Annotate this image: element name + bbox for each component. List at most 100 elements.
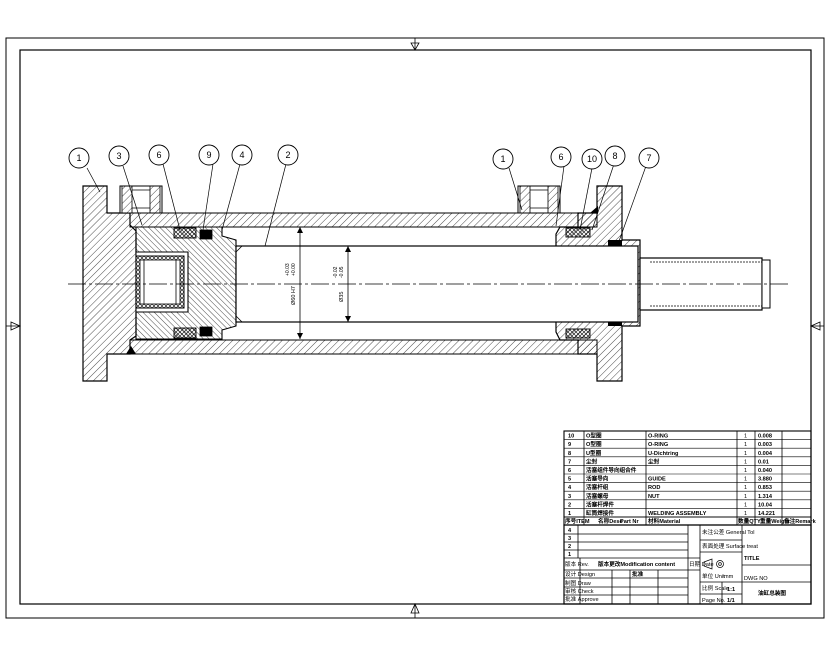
bom-cell-no: 5 xyxy=(568,477,571,483)
balloon-7: 7 xyxy=(638,147,660,169)
date-label: 日期 Date xyxy=(689,561,714,568)
bom-header-weight: 重量Weight xyxy=(760,517,790,525)
dim-rod-tol-upper: -0.02 xyxy=(333,266,339,278)
mod-desc-label: 版本更改Modification content xyxy=(597,560,675,568)
balloon-6-right-label: 6 xyxy=(558,152,563,162)
balloon-6-right: 6 xyxy=(550,146,572,168)
bom-cell-weight: 0.040 xyxy=(758,468,772,474)
bom-cell-qty: 1 xyxy=(744,485,747,491)
balloon-3: 3 xyxy=(108,145,130,167)
bom-cell-qty: 1 xyxy=(744,502,747,508)
dimensions: Ø60 H7 +0.03 +0.00 Ø35 -0.02 -0.05 xyxy=(285,227,351,339)
bom-header-remark: 备注Remark xyxy=(783,517,817,525)
check-label: 审核 Check xyxy=(565,587,594,595)
bom-cell-name-cn: 尘封 xyxy=(586,457,598,465)
bom-cell-name-cn: 缸筒焊接件 xyxy=(586,509,614,517)
balloon-2-label: 2 xyxy=(285,150,290,160)
balloon-3-label: 3 xyxy=(116,151,121,161)
bom-cell-name-en: O-RING xyxy=(648,434,668,440)
balloon-2: 2 xyxy=(277,144,299,166)
bom-cell-weight: 0.003 xyxy=(758,442,772,448)
bom-cell-name-en: NUT xyxy=(648,494,660,500)
bom-header-qty: 数量QTY xyxy=(738,517,761,525)
balloon-1-right-label: 1 xyxy=(500,154,505,164)
title-label: TITLE xyxy=(744,556,760,562)
balloon-1-left: 1 xyxy=(68,147,90,169)
bom-cell-weight: 3.880 xyxy=(758,477,772,483)
piston xyxy=(135,226,237,340)
bom-cell-qty: 1 xyxy=(744,511,747,517)
sheet-label: Page No. xyxy=(702,598,726,604)
approve-label: 批准 Approve xyxy=(565,595,599,603)
bom-cell-name-cn: 活塞杆组 xyxy=(586,483,609,491)
barrel-bottom-wall xyxy=(129,339,598,355)
bom-cell-qty: 1 xyxy=(744,442,747,448)
rev-row-1: 1 xyxy=(568,552,571,558)
gland-wiper-top xyxy=(608,240,622,248)
center-mark-top xyxy=(410,38,420,51)
bom-cell-qty: 1 xyxy=(744,468,747,474)
inner-border xyxy=(19,49,812,605)
dim-bore-tol-upper: +0.03 xyxy=(285,263,291,276)
balloon-1-right: 1 xyxy=(492,148,514,170)
dim-bore: Ø60 H7 xyxy=(291,286,297,305)
bom-cell-weight: 10.04 xyxy=(758,502,773,508)
bom-cell-name-cn: 活塞螺母 xyxy=(586,492,609,500)
bom-cell-no: 10 xyxy=(568,434,574,440)
bom-cell-name-en: GUIDE xyxy=(648,477,666,483)
general-tol-label: 未注公差 General Tol xyxy=(702,528,754,536)
bom-cell-no: 1 xyxy=(568,511,571,517)
bom-cell-no: 9 xyxy=(568,442,571,448)
bom-cell-name-en: ROD xyxy=(648,485,660,491)
bom-cell-name-cn: O型圈 xyxy=(586,432,602,440)
barrel-top-wall xyxy=(129,212,598,228)
bom-cell-weight: 0.853 xyxy=(758,485,772,491)
unit-label: 单位 Unit xyxy=(702,572,725,580)
bom-cell-name-cn: O型圈 xyxy=(586,440,602,448)
bom-cell-no: 8 xyxy=(568,451,571,457)
piston-seal-bottom xyxy=(173,327,197,339)
cylinder-assembly xyxy=(68,185,790,382)
balloon-1-left-label: 1 xyxy=(76,153,81,163)
unit-value: mm xyxy=(724,574,734,580)
piston-oring-top xyxy=(199,229,213,240)
scale-label: 比例 Scale xyxy=(702,584,729,592)
rev-row-2: 2 xyxy=(568,544,571,550)
design-label: 设计 Design xyxy=(565,570,595,578)
bom-cell-no: 6 xyxy=(568,468,571,474)
bom-cell-name-en: U-Dichtring xyxy=(648,451,679,457)
drawing-title: 油缸总装图 xyxy=(758,589,786,597)
bom-header-name: 名称Desc xyxy=(598,517,623,525)
balloon-10: 10 xyxy=(581,148,603,170)
center-mark-right xyxy=(810,321,824,331)
bom-cell-no: 7 xyxy=(568,459,571,465)
balloon-6-left-label: 6 xyxy=(156,150,161,160)
bom-cell-no: 3 xyxy=(568,494,571,500)
balloon-7-label: 7 xyxy=(646,153,651,163)
bom-cell-weight: 14.221 xyxy=(758,511,775,517)
bom-header-part: Part Nr xyxy=(620,519,639,525)
bom-cell-name-en: O-RING xyxy=(648,442,668,448)
bom-cell-name-en: 尘封 xyxy=(648,457,660,465)
bom-cell-no: 2 xyxy=(568,502,571,508)
piston-nut-inner xyxy=(139,259,181,305)
bom-cell-weight: 0.01 xyxy=(758,459,769,465)
bom-cell-no: 4 xyxy=(568,485,572,491)
balloon-8: 8 xyxy=(604,145,626,167)
bom-cell-qty: 1 xyxy=(744,434,747,440)
surface-label: 表面处理 Surface treat xyxy=(702,542,758,550)
piston-oring-bottom xyxy=(199,326,213,337)
bom-cell-weight: 0.004 xyxy=(758,451,773,457)
bom-cell-weight: 1.314 xyxy=(758,494,773,500)
bom-cell-name-cn: U型圈 xyxy=(586,449,602,457)
title-block: 4 3 2 1 未注公差 General Tol 表面处理 Surface tr… xyxy=(563,524,812,605)
balloon-8-label: 8 xyxy=(612,151,617,161)
dwg-no-label: DWG NO xyxy=(744,576,768,582)
bom-cell-name-cn: 活塞导向 xyxy=(586,475,609,483)
scale-value: 1:1 xyxy=(727,587,735,593)
balloon-4-label: 4 xyxy=(239,150,244,160)
leader-lines xyxy=(86,163,647,247)
bom-cell-weight: 0.008 xyxy=(758,434,772,440)
balloon-9-label: 9 xyxy=(206,150,211,160)
